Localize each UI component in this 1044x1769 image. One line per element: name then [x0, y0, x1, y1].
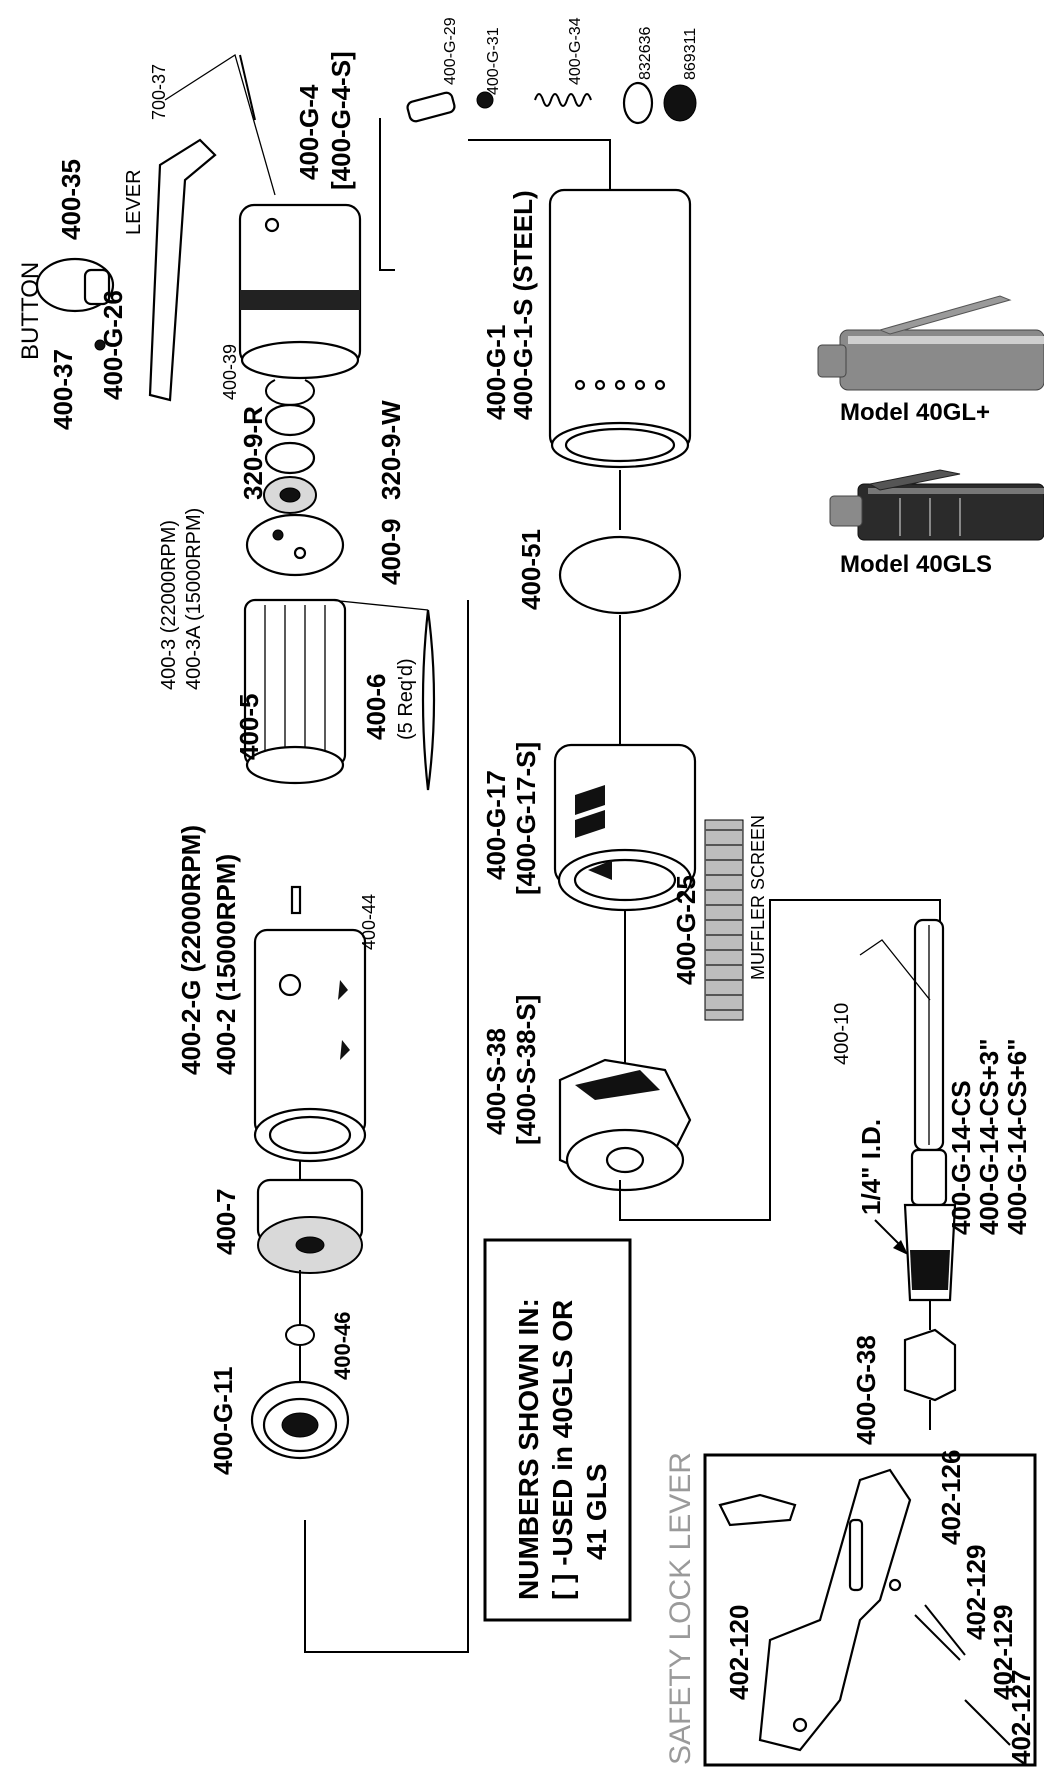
part-402-127 [964, 1699, 1011, 1746]
part-400-3 [245, 513, 345, 577]
part-320-9-r [264, 441, 316, 475]
label-400-35: 400-35 [56, 159, 86, 240]
label-400-3a: 400-3A (15000RPM) [183, 508, 205, 690]
label-lever: LEVER [123, 169, 145, 235]
label-402-129: 402-129 [961, 1545, 991, 1640]
part-700-37 [239, 54, 256, 121]
label-400-46: 400-46 [330, 1311, 355, 1380]
part-832636 [622, 81, 654, 125]
model-40gl-caption: Model 40GL+ [840, 399, 990, 426]
part-400-37 [94, 339, 106, 351]
part-400-46 [285, 1324, 315, 1346]
label-quarter-id: 1/4" I.D. [856, 1119, 886, 1215]
label-869311: 869311 [682, 28, 699, 80]
part-400-g-11 [250, 1380, 350, 1460]
part-400-39 [265, 379, 315, 406]
part-402-129 [914, 1604, 966, 1661]
label-400-6-req: (5 Req'd) [395, 658, 417, 740]
label-400-7: 400-7 [211, 1189, 241, 1256]
label-muffler-screen: MUFFLER SCREEN [748, 815, 768, 980]
label-402-120: 402-120 [724, 1605, 754, 1700]
part-400-g-38 [903, 1300, 957, 1430]
label-400-g-14-cs: 400-G-14-CS [946, 1080, 976, 1235]
label-400-g-29: 400-G-29 [442, 17, 459, 85]
part-400-g-14-cs [903, 1148, 957, 1302]
label-400-g-26: 400-G-26 [98, 290, 128, 400]
label-safety-lock-lever: SAFETY LOCK LEVER [664, 1452, 697, 1765]
note-box [483, 1238, 632, 1622]
label-320-9-w: 320-9-W [376, 400, 406, 500]
part-400-2-cylinder [253, 928, 367, 1163]
label-400-g-4-s: [400-G-4-S] [326, 51, 356, 190]
part-400-g-1-housing [548, 188, 692, 469]
part-lever [148, 138, 217, 402]
label-400-g-14-cs6: 400-G-14-CS+6" [1002, 1038, 1032, 1235]
model-40gl-photo [817, 295, 1044, 391]
label-320-9-r: 320-9-R [238, 406, 268, 500]
part-400-s-38 [558, 1058, 692, 1192]
part-400-g-4 [238, 203, 362, 380]
label-400-g-38: 400-G-38 [851, 1335, 881, 1445]
note-line-3: 41 GLS [581, 1464, 612, 1560]
label-400-37: 400-37 [48, 349, 78, 430]
exhaust-connector-line [619, 899, 941, 1221]
part-400-7 [256, 1178, 364, 1274]
part-400-10 [913, 918, 945, 1152]
label-832636: 832636 [637, 27, 654, 80]
label-400-s-38-s: [400-S-38-S] [511, 995, 541, 1145]
label-402-127: 402-127 [1006, 1670, 1036, 1765]
part-400-g-34 [534, 93, 592, 107]
label-400-g-14-cs3: 400-G-14-CS+3" [974, 1038, 1004, 1235]
label-700-37: 700-37 [149, 64, 169, 120]
label-402-126: 402-126 [936, 1450, 966, 1545]
label-400-2: 400-2 (15000RPM) [211, 854, 241, 1075]
part-400-g-29 [379, 91, 456, 271]
note-line-2: [ ] -USED in 40GLS OR [547, 1300, 578, 1600]
label-400-9: 400-9 [376, 519, 406, 586]
label-400-3: 400-3 (22000RPM) [158, 520, 180, 690]
label-400-g-31: 400-G-31 [485, 27, 502, 95]
part-400-44 [290, 885, 302, 915]
label-400-g-11: 400-G-11 [208, 1367, 238, 1475]
note-line-1: NUMBERS SHOWN IN: [513, 1298, 544, 1600]
label-400-g-34: 400-G-34 [567, 17, 584, 85]
label-402-129-b: 402-129 [988, 1605, 1018, 1700]
part-402-126-safety-lever [758, 1468, 912, 1752]
label-400-g-4: 400-G-4 [294, 84, 324, 180]
label-400-5: 400-5 [234, 694, 264, 761]
label-400-10: 400-10 [831, 1003, 853, 1065]
label-400-39: 400-39 [220, 344, 240, 400]
part-869311 [663, 84, 697, 122]
valve-connector-line [468, 139, 611, 190]
label-400-s-38: 400-S-38 [481, 1028, 511, 1135]
label-400-g-1-s: 400-G-1-S (STEEL) [508, 190, 538, 420]
part-400-6-vane [421, 609, 436, 791]
label-button: BUTTON [17, 262, 44, 360]
model-40gls-caption: Model 40GLS [840, 551, 992, 578]
part-400-g-17-muffler [553, 743, 697, 912]
part-400-9 [263, 476, 317, 514]
part-400-g-25-muffler-screen [704, 819, 744, 1021]
label-400-g-17: 400-G-17 [481, 770, 511, 880]
part-402-120 [718, 1493, 797, 1527]
label-400-g-25: 400-G-25 [671, 875, 701, 985]
model-40gls-photo [829, 469, 1044, 541]
part-400-g-31 [476, 91, 494, 109]
part-400-51-oring [558, 535, 682, 615]
label-400-44: 400-44 [359, 894, 379, 950]
label-400-g-1: 400-G-1 [481, 325, 511, 420]
label-400-g-17-s: [400-G-17-S] [511, 742, 541, 895]
label-400-51: 400-51 [516, 529, 546, 610]
label-400-2-g: 400-2-G (22000RPM) [176, 825, 206, 1075]
part-400-5-rotor [243, 598, 347, 785]
assembly-connector-line [304, 600, 469, 1653]
label-400-6: 400-6 [361, 674, 391, 741]
part-320-9-w [264, 403, 316, 437]
